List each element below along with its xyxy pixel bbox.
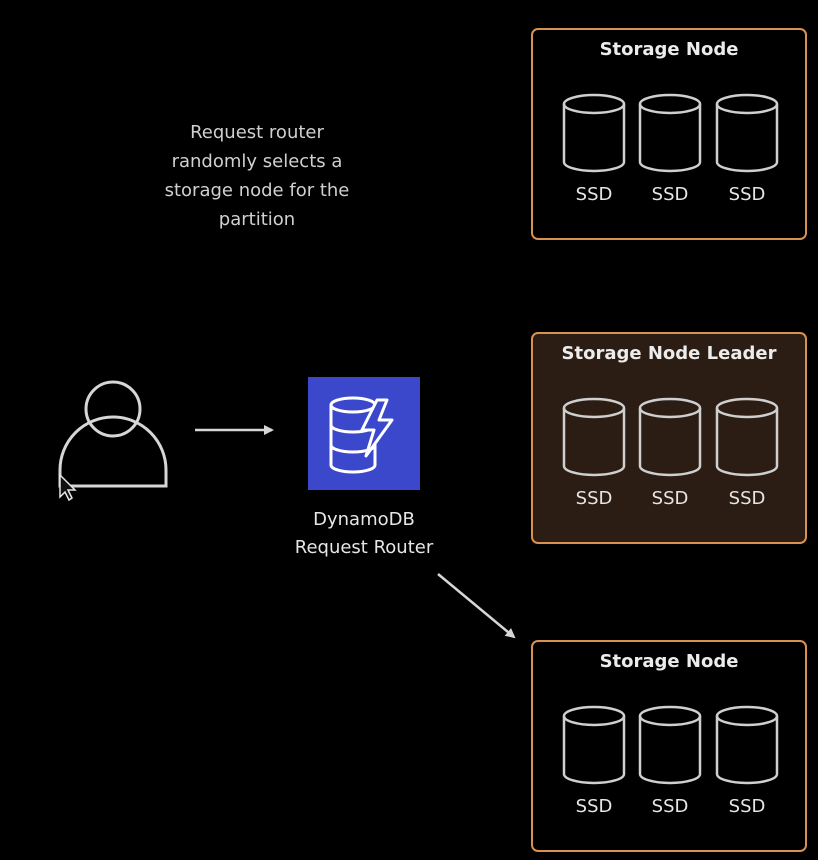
ssd-label: SSD [575, 184, 613, 205]
ssd-disk: SSD [637, 92, 703, 212]
ssd-disk: SSD [637, 704, 703, 824]
ssd-label: SSD [651, 488, 689, 509]
ssd-label: SSD [575, 796, 613, 817]
router-label-line: Request Router [294, 537, 434, 558]
ssd-label: SSD [728, 488, 766, 509]
storage-node-bottom: Storage Node SSD SSD SSD [531, 640, 807, 852]
cylinder-icon [715, 705, 779, 785]
cylinder-icon [638, 93, 702, 173]
cylinder-icon [715, 93, 779, 173]
ssd-disk: SSD [714, 396, 780, 516]
caption-line: partition [218, 209, 296, 230]
router-label-line: DynamoDB [313, 509, 415, 530]
cylinder-icon [638, 397, 702, 477]
router-label: DynamoDB Request Router [262, 506, 466, 562]
cylinder-icon [562, 397, 626, 477]
mouse-pointer-icon [59, 473, 77, 502]
ssd-label: SSD [575, 488, 613, 509]
ssd-label: SSD [651, 796, 689, 817]
user-icon [58, 380, 168, 488]
caption-line: randomly selects a [171, 151, 343, 172]
ssd-disk: SSD [714, 92, 780, 212]
ssd-label: SSD [728, 184, 766, 205]
storage-node-top: Storage Node SSD SSD SSD [531, 28, 807, 240]
caption-line: Request router [190, 122, 324, 143]
cylinder-icon [715, 397, 779, 477]
caption-line: storage node for the [164, 180, 350, 201]
ssd-disk: SSD [637, 396, 703, 516]
ssd-label: SSD [728, 796, 766, 817]
ssd-label: SSD [651, 184, 689, 205]
cylinder-icon [562, 93, 626, 173]
dynamodb-icon [308, 377, 420, 490]
node-title: Storage Node [599, 651, 739, 672]
ssd-disk: SSD [561, 396, 627, 516]
node-title: Storage Node [599, 39, 739, 60]
ssd-disk: SSD [714, 704, 780, 824]
arrow-router-to-storage [437, 573, 516, 639]
ssd-disk: SSD [561, 704, 627, 824]
ssd-disk: SSD [561, 92, 627, 212]
cylinder-icon [562, 705, 626, 785]
router-caption: Request router randomly selects a storag… [130, 118, 384, 234]
cylinder-icon [638, 705, 702, 785]
storage-node-leader: Storage Node Leader SSD SSD SSD [531, 332, 807, 544]
node-title: Storage Node Leader [561, 343, 777, 364]
